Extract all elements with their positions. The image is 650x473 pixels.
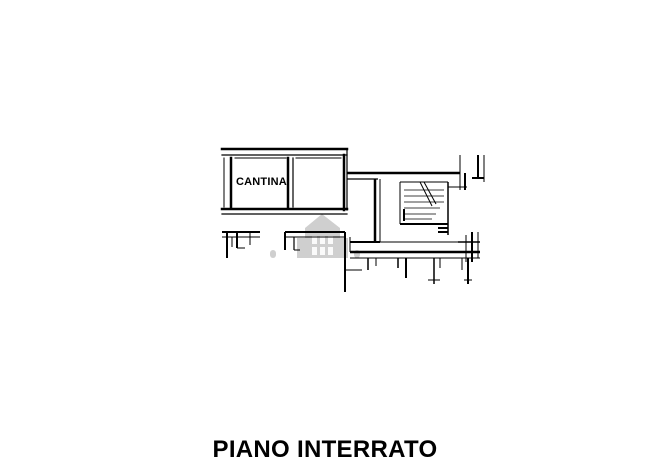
floor-title: PIANO INTERRATO xyxy=(212,436,438,463)
room-label-cantina: CANTINA xyxy=(236,176,287,188)
watermark-windows xyxy=(312,236,333,255)
column-ticks xyxy=(345,258,472,284)
corridor-walls xyxy=(222,231,351,292)
right-walls xyxy=(448,155,485,262)
stair-block xyxy=(399,181,449,235)
cellar-walls xyxy=(220,147,349,215)
left-pillar-ticks xyxy=(226,247,300,258)
hall-walls xyxy=(347,171,480,259)
